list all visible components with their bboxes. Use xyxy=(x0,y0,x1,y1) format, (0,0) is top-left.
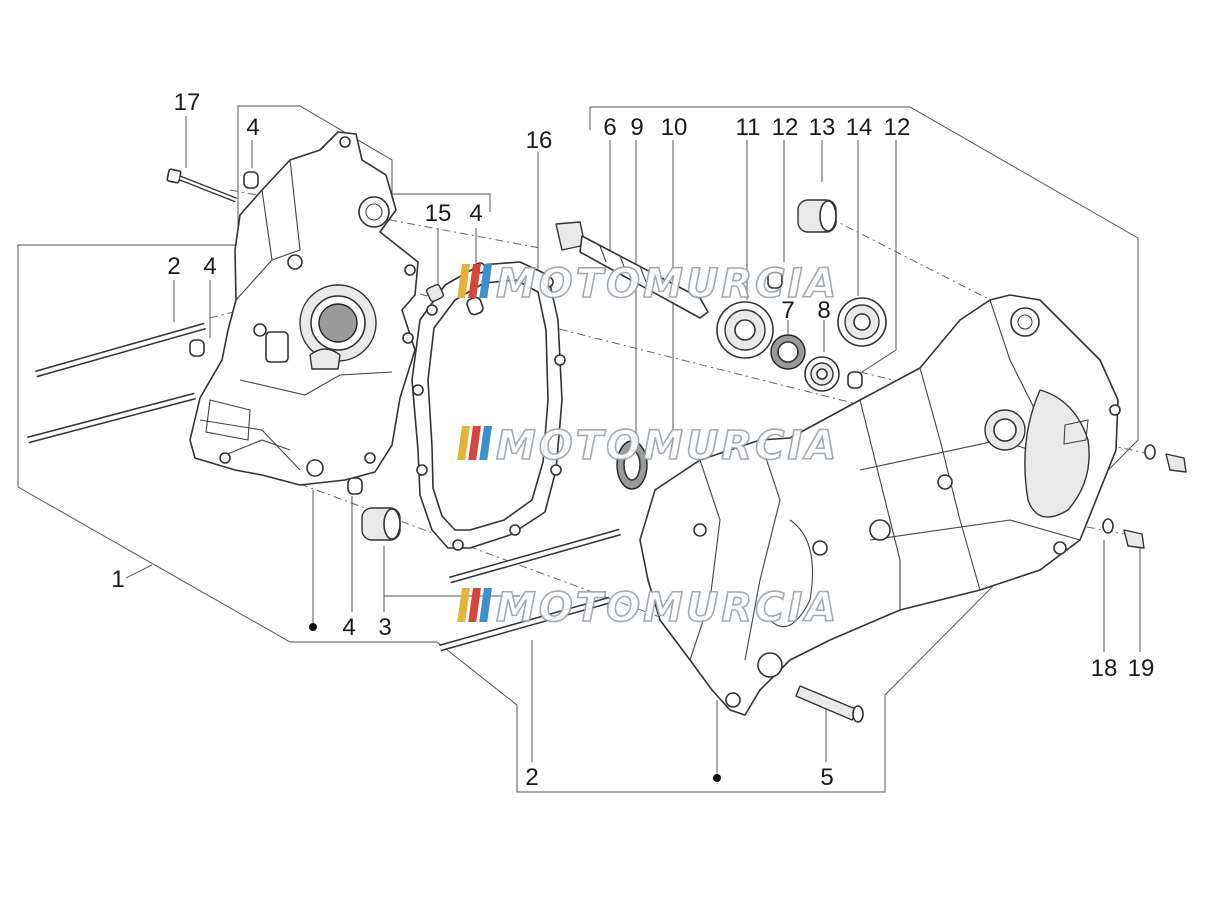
bushing-3 xyxy=(361,507,401,541)
callout-19: 19 xyxy=(1128,655,1155,682)
callout-labels: 17 4 15 4 2 4 16 6 9 10 11 12 13 14 12 7… xyxy=(111,89,1154,791)
callout-8: 8 xyxy=(817,297,830,324)
callout-4-gasket: 4 xyxy=(469,200,482,227)
watermark-stripe-yellow xyxy=(457,264,470,298)
watermark-text: MOTOMURCIA xyxy=(496,423,839,469)
bracket-assembly-1 xyxy=(17,106,1139,793)
left-crankcase-half xyxy=(189,131,419,486)
leader-3 xyxy=(383,546,520,612)
watermark-text: MOTOMURCIA xyxy=(496,261,839,307)
oil-seal-9 xyxy=(616,440,648,490)
oil-seal-7 xyxy=(770,334,806,370)
callout-18: 18 xyxy=(1091,655,1118,682)
shaft-6 xyxy=(555,221,709,319)
callout-15: 15 xyxy=(425,200,452,227)
watermark-top: MOTOMURCIA xyxy=(457,260,839,308)
callout-14: 14 xyxy=(846,114,873,141)
reference-dot-right xyxy=(713,774,721,782)
callout-12-a: 12 xyxy=(772,114,799,141)
bearing-8 xyxy=(804,356,840,392)
callout-6: 6 xyxy=(603,114,616,141)
leader-1 xyxy=(125,564,153,579)
bracket-left-half xyxy=(237,105,491,245)
leader-12b xyxy=(861,140,897,373)
callout-4-bottom: 4 xyxy=(342,614,355,641)
callout-5: 5 xyxy=(820,764,833,791)
bolt-17 xyxy=(166,168,237,203)
callout-2-left: 2 xyxy=(167,253,180,280)
studs-2-bottom xyxy=(439,528,621,652)
callout-2-bottom: 2 xyxy=(525,764,538,791)
gasket xyxy=(411,261,566,551)
callout-1: 1 xyxy=(111,566,124,593)
callout-7: 7 xyxy=(781,297,794,324)
watermark-middle: MOTOMURCIA xyxy=(457,422,839,470)
watermark-stripe-red xyxy=(468,426,481,460)
fitting-15 xyxy=(425,283,445,303)
callout-16: 16 xyxy=(526,127,553,154)
watermark-stripe-yellow xyxy=(457,426,470,460)
callout-9: 9 xyxy=(630,114,643,141)
callout-11: 11 xyxy=(736,114,761,141)
right-crankcase-half xyxy=(639,294,1121,716)
dowel-pins-4 xyxy=(189,171,863,495)
callout-4-top: 4 xyxy=(246,114,259,141)
washers-18 xyxy=(1102,444,1156,534)
reference-dot-left xyxy=(309,623,317,631)
watermark-text: MOTOMURCIA xyxy=(496,585,839,631)
watermark-stripe-red xyxy=(468,588,481,622)
watermark-bottom: MOTOMURCIA xyxy=(457,584,839,632)
small-parts xyxy=(27,168,1187,782)
bearing-11 xyxy=(716,301,774,359)
watermark-stripe-red xyxy=(468,264,481,298)
callout-17: 17 xyxy=(174,89,201,116)
screws-19 xyxy=(1123,453,1187,549)
watermark-stripe-blue xyxy=(479,426,492,460)
bracket-lines xyxy=(17,105,1141,793)
callout-13: 13 xyxy=(809,114,836,141)
watermark-stripe-blue xyxy=(479,588,492,622)
watermark-stripe-blue xyxy=(479,264,492,298)
bushing-13 xyxy=(797,199,837,233)
pin-5 xyxy=(795,685,864,723)
callout-12-b: 12 xyxy=(884,114,911,141)
callout-10: 10 xyxy=(661,114,688,141)
callout-3: 3 xyxy=(378,614,391,641)
watermark-stripe-yellow xyxy=(457,588,470,622)
bearing-14 xyxy=(837,297,887,347)
studs-2-left xyxy=(27,322,206,444)
callout-4-left: 4 xyxy=(203,253,216,280)
